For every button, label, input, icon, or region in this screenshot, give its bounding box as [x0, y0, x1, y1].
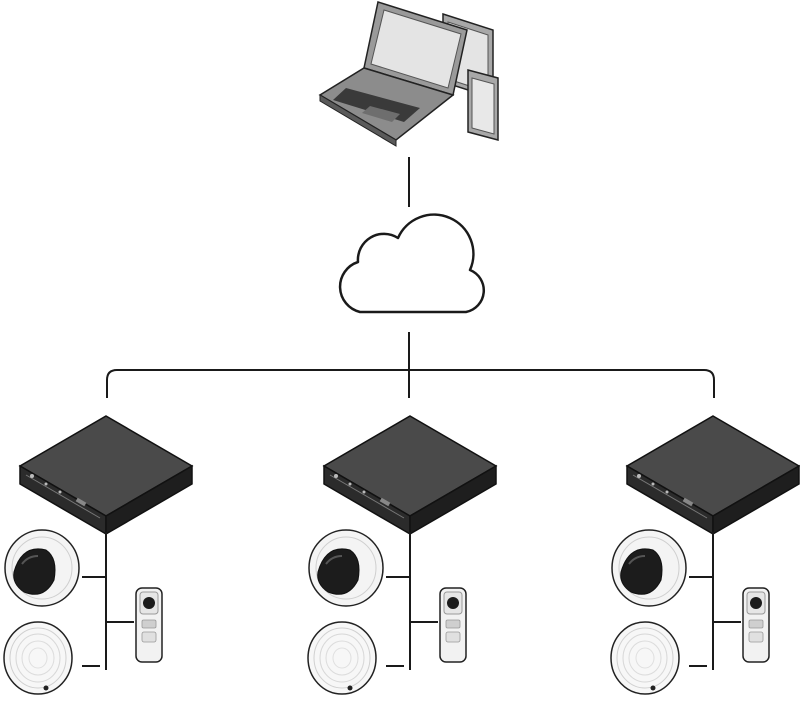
ceiling-speaker-icon: [307, 621, 377, 695]
cloud-icon: [338, 213, 486, 314]
laptop-icon: [318, 1, 468, 147]
ceiling-speaker-icon: [3, 621, 73, 695]
network-bus: [106, 332, 715, 398]
dome-camera-icon: [611, 529, 687, 607]
intercom-icon: [742, 587, 770, 663]
ceiling-speaker-icon: [610, 621, 680, 695]
rack-server-icon: [626, 415, 800, 535]
site-2: [307, 415, 497, 695]
rack-server-icon: [19, 415, 193, 535]
phone-icon: [467, 69, 499, 141]
intercom-icon: [135, 587, 163, 663]
rack-server-icon: [323, 415, 497, 535]
intercom-icon: [439, 587, 467, 663]
client-devices: [318, 1, 499, 147]
site-1: [3, 415, 193, 695]
dome-camera-icon: [4, 529, 80, 607]
dome-camera-icon: [308, 529, 384, 607]
site-3: [610, 415, 800, 695]
